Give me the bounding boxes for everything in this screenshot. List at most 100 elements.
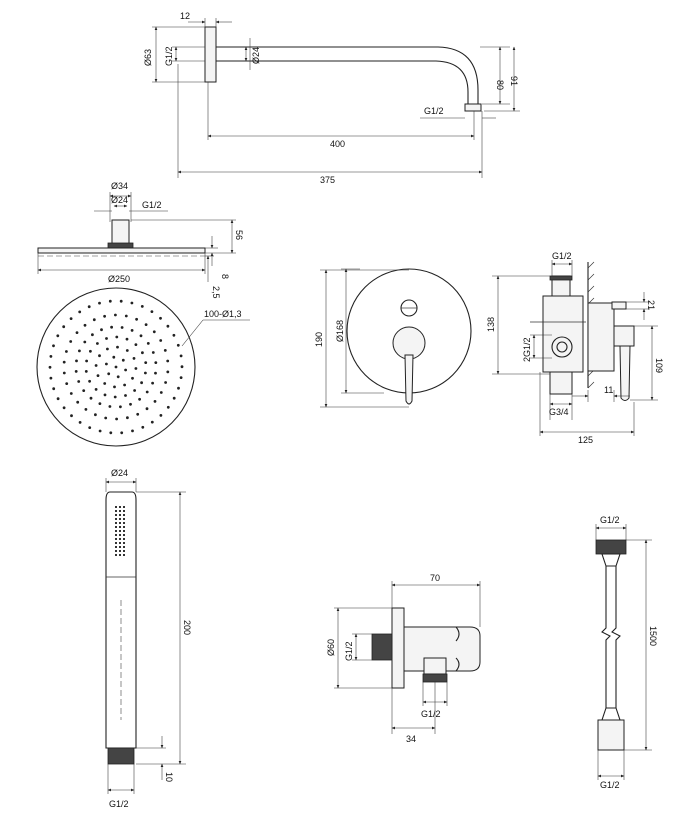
valve-bottom-outlet <box>549 371 573 395</box>
nozzle-dot <box>96 374 100 377</box>
hose-top-nut <box>595 539 627 555</box>
nozzle-dot <box>172 396 176 400</box>
nozzle-dot <box>154 361 158 364</box>
hand-shower-nozzle <box>119 546 121 548</box>
hand-shower-nozzle <box>115 510 117 512</box>
nozzle-dot <box>65 350 68 353</box>
nozzle-dot <box>69 340 73 343</box>
nozzle-dot <box>113 395 117 399</box>
hose-tube <box>601 566 621 708</box>
arm-flange-diameter-label: Ø63 <box>143 49 153 66</box>
nozzle-dot <box>82 389 86 392</box>
arm-wall-to-outlet-label: 375 <box>320 175 335 185</box>
nozzle-dot <box>106 347 109 351</box>
outlet-offset-label: 34 <box>406 734 416 744</box>
nozzle-dot <box>172 333 176 337</box>
outlet-inlet-thread <box>371 633 393 661</box>
hand-shower-nozzle <box>123 530 125 532</box>
nozzle-dot <box>134 343 138 346</box>
nozzle-dot <box>75 331 79 334</box>
valve-top-thread-label: G1/2 <box>552 251 572 261</box>
nozzle-dot <box>114 365 118 369</box>
nozzle-dot <box>103 393 107 397</box>
nozzle-dot <box>110 325 113 329</box>
nozzle-dot <box>124 394 127 397</box>
nozzle-dot <box>94 388 98 391</box>
valve-top-nut <box>549 275 573 281</box>
nozzle-dot <box>105 362 108 366</box>
nozzle-dot <box>146 342 150 345</box>
hand-shower-nozzle <box>115 530 117 532</box>
nozzle-dot <box>94 413 97 417</box>
nozzle-dot <box>113 385 116 389</box>
nozzle-dot <box>70 414 73 418</box>
head-nozzles-label: 100-Ø1,3 <box>204 309 242 319</box>
hand-shower-nozzle <box>119 514 121 516</box>
nozzle-dot <box>132 357 136 360</box>
nozzle-dot <box>140 305 144 308</box>
arm-outlet-nut <box>464 103 482 112</box>
nozzle-dot <box>74 370 78 373</box>
outlet-holder <box>403 626 481 672</box>
nozzle-dot <box>98 301 101 305</box>
rain-head-top-view: 100-Ø1,3 <box>36 287 250 447</box>
hand-shower-nozzle <box>119 510 121 512</box>
nozzle-dot <box>129 402 132 406</box>
hand-shower-nozzle <box>115 550 117 552</box>
nozzle-dot <box>134 367 138 370</box>
nozzle-dot <box>140 381 144 385</box>
nozzle-dot <box>159 391 163 394</box>
hand-shower-nozzle <box>123 514 125 516</box>
nozzle-dot <box>124 314 128 318</box>
nozzle-dot <box>125 337 129 341</box>
hose-length-label: 1500 <box>648 626 658 646</box>
valve-handle-lever <box>619 345 631 401</box>
nozzle-dot <box>180 365 184 369</box>
nozzle-dot <box>76 400 80 404</box>
nozzle-dot <box>159 414 163 417</box>
hand-shower-thread <box>107 747 135 765</box>
valve-handle-height-label: 109 <box>654 358 664 373</box>
nozzle-dot <box>89 396 93 400</box>
nozzle-dot <box>159 339 163 342</box>
nozzle-dot <box>92 318 96 322</box>
hand-shower-nozzle <box>123 534 125 536</box>
outlet-hose-thread-label: G1/2 <box>421 709 441 719</box>
nozzle-dot <box>145 390 149 394</box>
nozzle-dot <box>88 379 91 383</box>
nozzle-dot <box>176 343 180 347</box>
nozzle-dot <box>141 351 144 355</box>
mixer-lever-handle <box>404 354 414 405</box>
nozzle-dot <box>56 334 60 338</box>
outlet-flange <box>391 607 405 689</box>
nozzle-dot <box>48 365 52 369</box>
nozzle-dot <box>116 345 119 349</box>
nozzle-dot <box>115 335 119 339</box>
nozzle-dot <box>107 372 111 376</box>
hand-shower-nozzle <box>115 534 117 536</box>
outlet-flange-diameter-label: Ø60 <box>326 639 336 656</box>
nozzle-dot <box>133 389 137 392</box>
nozzle-dot <box>121 358 125 362</box>
nozzle-dot <box>120 326 124 329</box>
nozzle-dot <box>112 355 116 359</box>
nozzle-dot <box>77 380 81 383</box>
hand-shower-nozzle <box>119 550 121 552</box>
head-connector <box>111 219 130 245</box>
valve-side-port <box>551 336 573 358</box>
hand-shower-diameter-label: Ø24 <box>111 468 128 478</box>
nozzle-dot <box>88 426 92 429</box>
mixer-plate-diameter-label: Ø168 <box>335 320 345 342</box>
outlet-inlet-thread-label: G1/2 <box>344 641 354 661</box>
hand-shower-nozzle <box>123 538 125 540</box>
hand-shower-nozzle <box>119 522 121 524</box>
hand-shower-nozzle <box>119 518 121 520</box>
nozzle-dot <box>136 412 140 416</box>
nozzle-dot <box>164 381 168 384</box>
nozzle-dot <box>84 408 88 411</box>
head-connector-base <box>107 242 134 249</box>
nozzle-dot <box>56 397 60 401</box>
nozzle-dot <box>109 431 113 435</box>
hand-shower-nozzle <box>115 526 117 528</box>
